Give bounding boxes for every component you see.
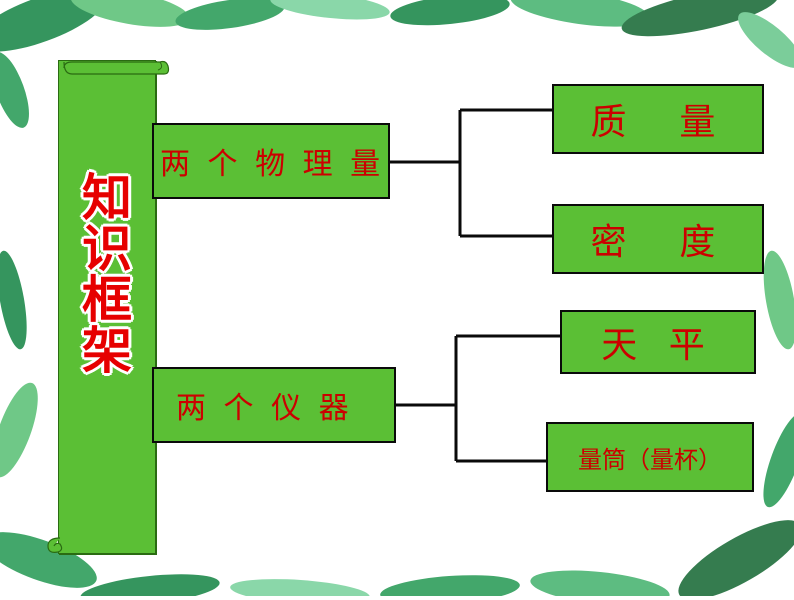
item-box-density: 密 度 [552,204,764,274]
item-label: 质 量 [590,102,726,143]
category-label: 两 个 仪 器 [176,391,353,426]
title-char: 架 [82,322,132,380]
item-label: 天 平 [601,325,715,366]
category-box-physical-quantities: 两 个 物 理 量 [152,123,390,199]
item-label: 量筒（量杯） [578,445,722,474]
category-label: 两 个 物 理 量 [160,147,385,182]
category-box-instruments: 两 个 仪 器 [152,367,396,443]
scroll-title: 知 识 框 架 [59,173,155,377]
item-box-balance: 天 平 [560,310,756,374]
item-box-mass: 质 量 [552,84,764,154]
scroll-top-curl [63,60,170,75]
item-label: 密 度 [590,222,726,263]
item-box-measuring-cylinder: 量筒（量杯） [546,422,754,492]
scroll-bottom-curl [47,537,63,553]
title-char: 知 [82,169,132,227]
title-scroll: 知 识 框 架 [58,60,156,554]
title-char: 框 [82,271,132,329]
title-char: 识 [82,220,132,278]
